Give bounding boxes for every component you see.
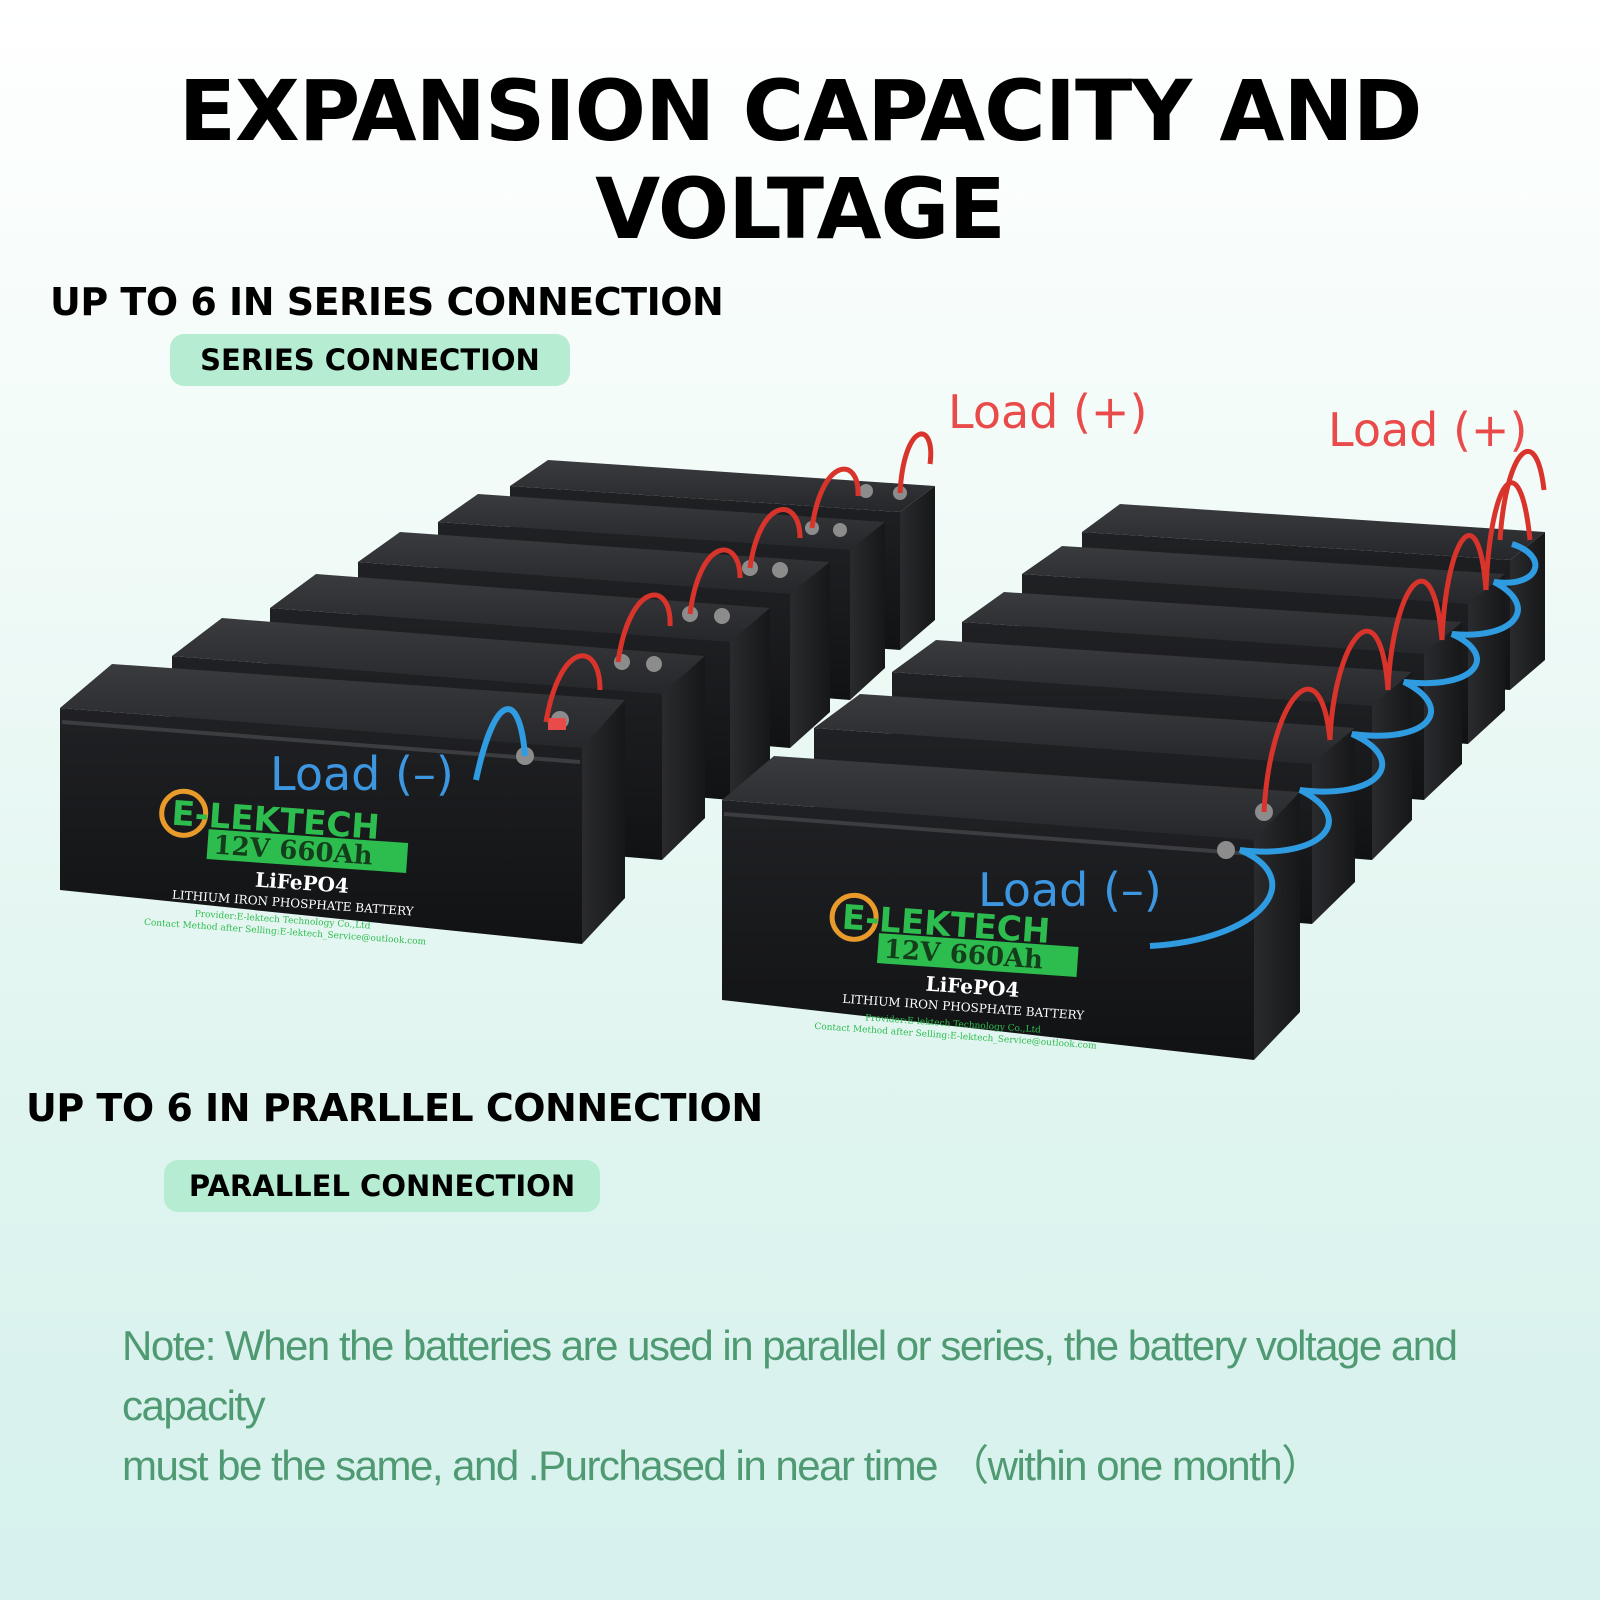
- parallel-positive-cable: [1439, 533, 1489, 641]
- series-battery-group: E-LEKTECH 12V 660Ah LiFePO4 LITHIUM IRON…: [60, 385, 1147, 948]
- parallel-battery-1: E-LEKTECH 12V 660Ah LiFePO4 LITHIUM IRON…: [722, 756, 1300, 1060]
- brand-logo-icon: [159, 788, 209, 838]
- series-load-negative: Load (–): [270, 747, 454, 801]
- series-load-positive: Load (+): [948, 385, 1147, 439]
- parallel-positive-cable: [1261, 686, 1333, 813]
- parallel-capacity: 660Ah: [949, 939, 1044, 975]
- series-battery-1: E-LEKTECH 12V 660Ah LiFePO4 LITHIUM IRON…: [60, 664, 625, 948]
- note-line-1: Note: When the batteries are used in par…: [122, 1322, 1458, 1429]
- series-capacity: 660Ah: [278, 835, 373, 871]
- series-link-cable: [687, 547, 743, 615]
- series-link-cable: [615, 592, 673, 663]
- parallel-positive-cable: [1385, 578, 1445, 691]
- parallel-load-negative: Load (–): [978, 863, 1162, 917]
- page-title: EXPANSION CAPACITY AND VOLTAGE: [178, 62, 1423, 258]
- note-text: Note: When the batteries are used in par…: [122, 1316, 1542, 1496]
- parallel-negative-cable: [1149, 541, 1539, 949]
- series-link-cable: [543, 653, 603, 723]
- parallel-pill: PARALLEL CONNECTION: [164, 1160, 600, 1212]
- note-line-2: must be the same, and .Purchased in near…: [122, 1442, 1323, 1489]
- series-voltage: 12V: [212, 831, 271, 865]
- series-heading: UP TO 6 IN SERIES CONNECTION: [50, 280, 724, 324]
- parallel-load-positive: Load (+): [1328, 403, 1527, 457]
- series-positive-cable: [897, 431, 934, 494]
- parallel-heading: UP TO 6 IN PRARLLEL CONNECTION: [26, 1086, 763, 1130]
- brand-logo-icon: [829, 892, 879, 942]
- series-negative-cable: [473, 706, 528, 781]
- parallel-voltage: 12V: [883, 935, 942, 969]
- parallel-positive-cable: [1497, 448, 1547, 541]
- series-link-cable: [747, 507, 803, 569]
- series-pill: SERIES CONNECTION: [170, 334, 570, 386]
- parallel-positive-cable: [1327, 628, 1391, 741]
- parallel-battery-group: E-LEKTECH 12V 660Ah LiFePO4 LITHIUM IRON…: [722, 403, 1547, 1060]
- series-link-cable: [809, 466, 861, 529]
